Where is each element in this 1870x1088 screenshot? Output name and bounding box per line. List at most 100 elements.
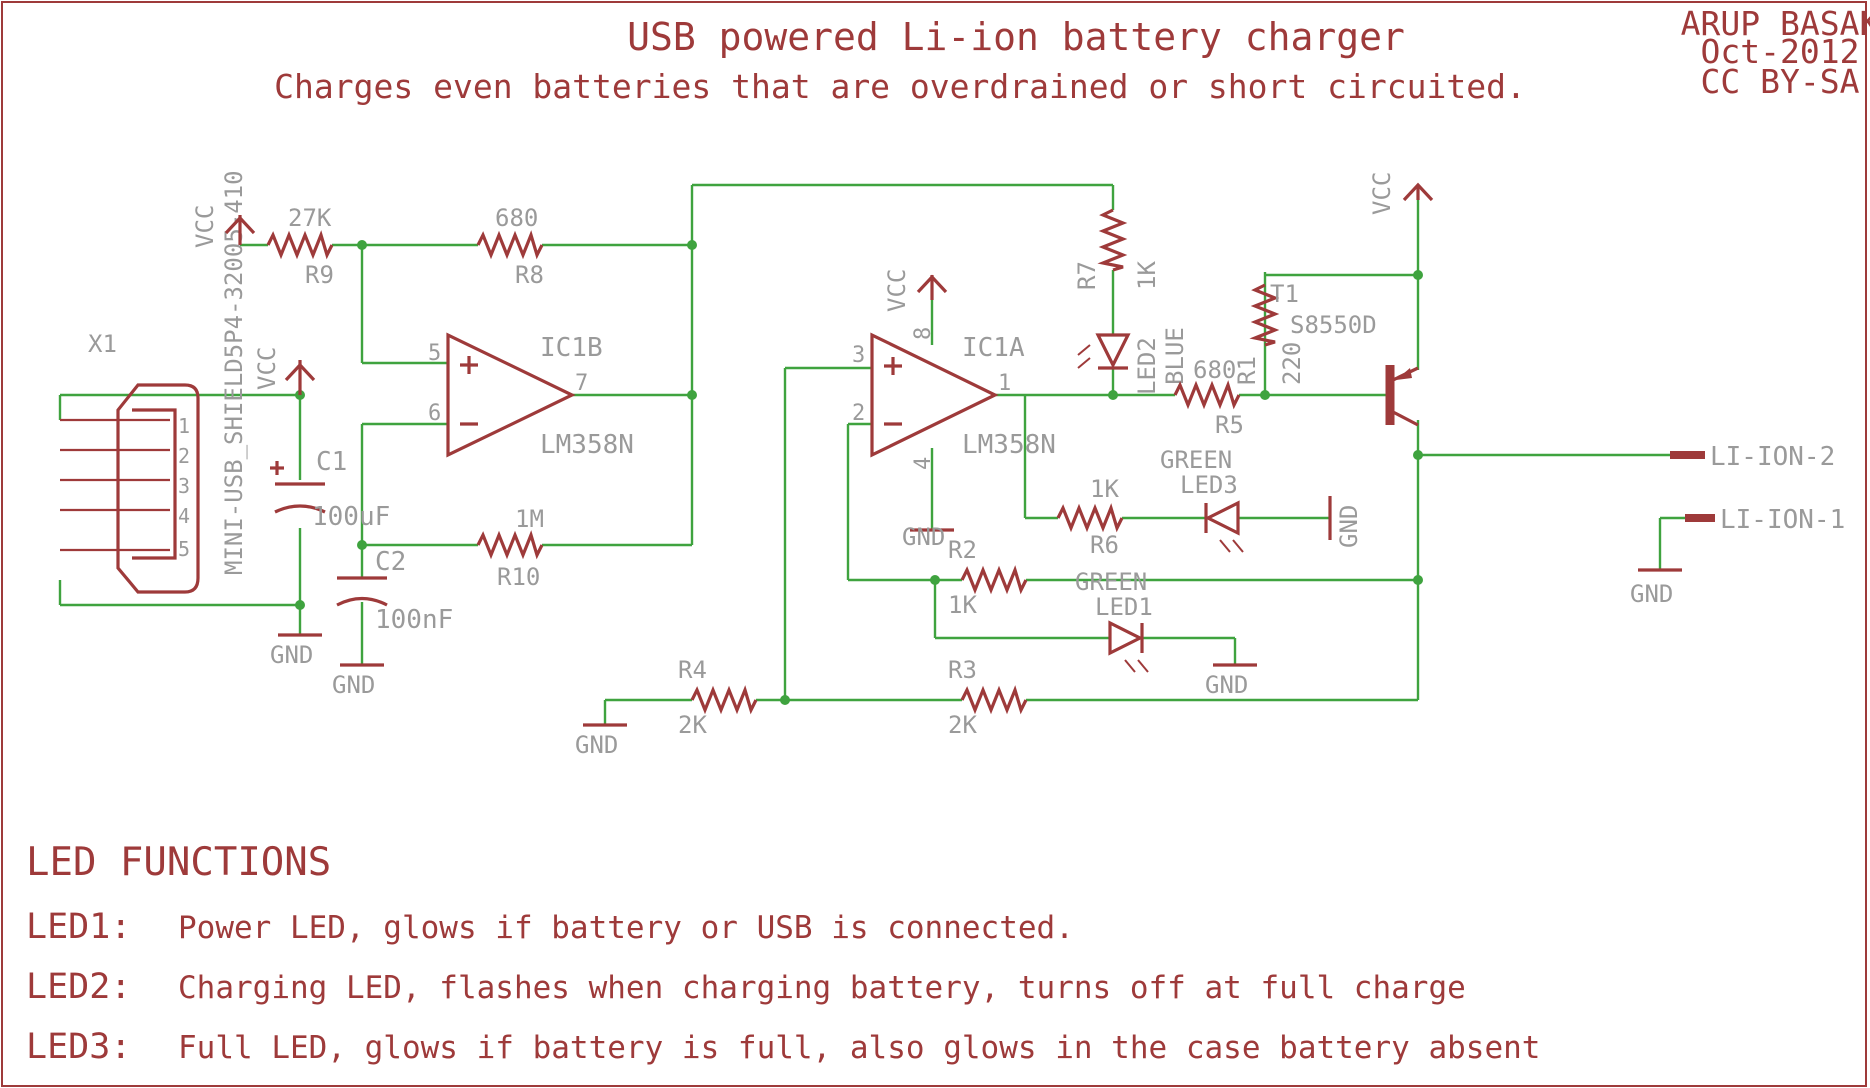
- x1-part-number: MINI-USB_SHIELD5P4-32005-410: [220, 170, 248, 575]
- gnd-symbol-battery: GND: [1630, 568, 1682, 608]
- legend-led3-name: LED3:: [26, 1027, 131, 1067]
- svg-text:LED3: LED3: [1180, 471, 1238, 499]
- svg-text:GND: GND: [902, 523, 945, 551]
- svg-text:GND: GND: [1630, 580, 1673, 608]
- svg-text:LED1: LED1: [1095, 593, 1153, 621]
- date: Oct-2012: [1701, 32, 1860, 71]
- led-led1: GREEN LED1: [1075, 568, 1153, 673]
- svg-text:R10: R10: [497, 563, 540, 591]
- vcc-symbol-t1: VCC: [1368, 172, 1434, 215]
- resistor-r3: R3 2K: [948, 656, 1028, 739]
- resistor-r1: R1 220: [1233, 283, 1306, 385]
- capacitor-c1: C1 100uF: [270, 447, 390, 532]
- svg-text:VCC: VCC: [1368, 172, 1396, 215]
- battery-terminal-li-ion-1: LI-ION-1: [1685, 505, 1845, 535]
- svg-text:2K: 2K: [678, 711, 707, 739]
- svg-text:8: 8: [911, 327, 936, 340]
- svg-text:220: 220: [1278, 342, 1306, 385]
- svg-text:T1: T1: [1270, 280, 1299, 308]
- resistor-r6: 1K R6: [1056, 475, 1124, 559]
- svg-text:R7: R7: [1073, 261, 1101, 290]
- svg-text:R6: R6: [1090, 531, 1119, 559]
- resistor-r7: R7 1K: [1073, 208, 1161, 290]
- svg-text:VCC: VCC: [883, 269, 911, 312]
- svg-text:IC1A: IC1A: [962, 333, 1025, 363]
- legend-heading: LED FUNCTIONS: [26, 840, 331, 885]
- svg-text:1: 1: [998, 371, 1011, 396]
- svg-text:GREEN: GREEN: [1075, 568, 1147, 596]
- junctions: [295, 240, 1423, 705]
- svg-text:R2: R2: [948, 536, 977, 564]
- svg-text:GND: GND: [1205, 671, 1248, 699]
- svg-text:2K: 2K: [948, 711, 977, 739]
- svg-text:1: 1: [178, 414, 190, 438]
- svg-text:C2: C2: [375, 547, 406, 577]
- svg-text:GREEN: GREEN: [1160, 446, 1232, 474]
- led-functions-legend: LED FUNCTIONS LED1: Power LED, glows if …: [26, 840, 1540, 1067]
- opamp-ic1a: 3 2 1 8 4 IC1A LM358N: [852, 327, 1056, 470]
- svg-text:GND: GND: [332, 671, 375, 699]
- svg-text:1K: 1K: [948, 591, 977, 619]
- vcc-symbol-ic1a: VCC: [883, 269, 948, 312]
- svg-text:680: 680: [1193, 356, 1236, 384]
- svg-text:100nF: 100nF: [375, 605, 453, 635]
- svg-text:LED2: LED2: [1133, 337, 1161, 395]
- svg-text:GND: GND: [1335, 505, 1363, 548]
- vcc-symbol-usb: VCC: [253, 347, 316, 395]
- svg-text:1K: 1K: [1133, 261, 1161, 290]
- svg-text:LM358N: LM358N: [962, 430, 1056, 460]
- svg-text:R5: R5: [1215, 411, 1244, 439]
- svg-text:3: 3: [852, 343, 865, 368]
- svg-text:4: 4: [911, 457, 936, 470]
- svg-text:LI-ION-2: LI-ION-2: [1710, 442, 1835, 472]
- svg-text:R1: R1: [1233, 356, 1261, 385]
- gnd-symbol-c2: GND: [332, 663, 384, 699]
- svg-text:BLUE: BLUE: [1161, 327, 1189, 385]
- resistor-r8: 680 R8: [476, 204, 544, 289]
- gnd-symbol-r4: GND: [575, 723, 627, 759]
- svg-text:R4: R4: [678, 656, 707, 684]
- svg-text:5: 5: [178, 537, 190, 561]
- legend-led2-text: Charging LED, flashes when charging batt…: [178, 970, 1466, 1006]
- svg-text:6: 6: [428, 401, 441, 426]
- svg-text:4: 4: [178, 504, 190, 528]
- gnd-symbol-ic1a: GND: [902, 523, 954, 551]
- led-led2: LED2 BLUE: [1077, 327, 1189, 395]
- battery-terminal-li-ion-2: LI-ION-2: [1670, 442, 1835, 472]
- x1-label: X1: [88, 330, 117, 358]
- legend-led3-text: Full LED, glows if battery is full, also…: [178, 1030, 1540, 1066]
- capacitor-c2: C2 100nF: [336, 547, 453, 635]
- svg-text:7: 7: [575, 371, 588, 396]
- legend-led1-name: LED1:: [26, 907, 131, 947]
- svg-text:VCC: VCC: [191, 205, 219, 248]
- svg-text:C1: C1: [316, 447, 347, 477]
- gnd-symbol-led1: GND: [1205, 663, 1257, 699]
- legend-led2-name: LED2:: [26, 967, 131, 1007]
- legend-led1-text: Power LED, glows if battery or USB is co…: [178, 910, 1074, 946]
- svg-text:GND: GND: [575, 731, 618, 759]
- svg-text:VCC: VCC: [253, 347, 281, 390]
- svg-text:LI-ION-1: LI-ION-1: [1720, 505, 1845, 535]
- svg-text:R3: R3: [948, 656, 977, 684]
- transistor-t1: T1 S8550D: [1270, 280, 1419, 427]
- resistor-r10: 1M R10: [476, 505, 544, 591]
- svg-text:100uF: 100uF: [312, 502, 390, 532]
- svg-text:27K: 27K: [288, 204, 332, 232]
- svg-text:5: 5: [428, 341, 441, 366]
- svg-text:LM358N: LM358N: [540, 430, 634, 460]
- subtitle: Charges even batteries that are overdrai…: [274, 67, 1526, 106]
- resistor-r5: 680 R5: [1173, 356, 1244, 439]
- resistor-r9: 27K R9: [266, 204, 334, 289]
- svg-text:2: 2: [852, 401, 865, 426]
- led-led3: GREEN LED3: [1160, 446, 1244, 553]
- opamp-ic1b: 5 6 7 IC1B LM358N: [428, 332, 634, 460]
- svg-text:3: 3: [178, 474, 190, 498]
- gnd-symbol-led3: GND: [1328, 496, 1363, 548]
- svg-text:IC1B: IC1B: [540, 333, 603, 363]
- svg-text:R8: R8: [515, 261, 544, 289]
- svg-text:680: 680: [495, 204, 538, 232]
- title: USB powered Li-ion battery charger: [627, 15, 1405, 59]
- license: CC BY-SA: [1701, 62, 1860, 101]
